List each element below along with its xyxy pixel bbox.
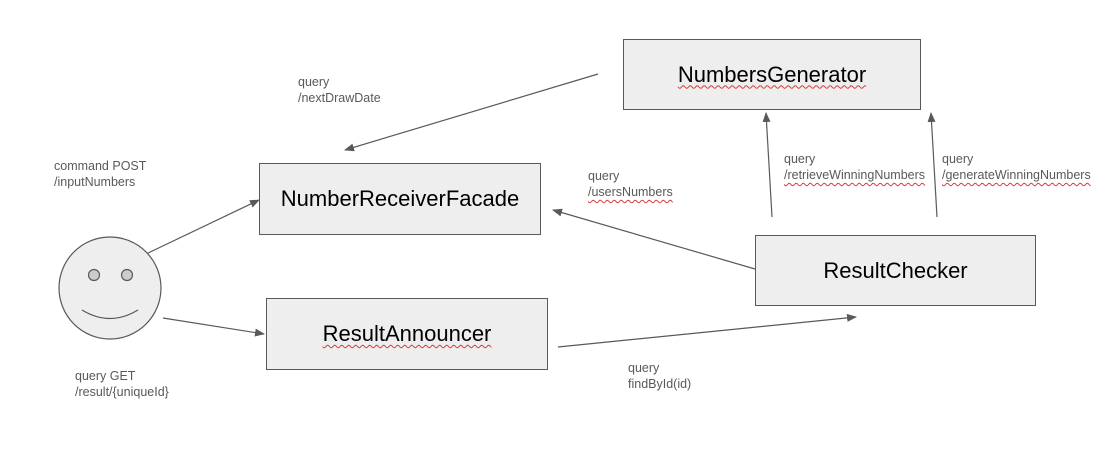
edge-label-line: /retrieveWinningNumbers bbox=[784, 168, 926, 182]
arrow-user-to-announcer bbox=[162, 317, 265, 337]
result-announcer-label: ResultAnnouncer bbox=[322, 321, 492, 346]
number-receiver-facade-label: NumberReceiverFacade bbox=[280, 186, 520, 211]
result-checker-box: ResultChecker bbox=[755, 235, 1036, 306]
edge-label-result-get: query GET /result/{uniqueId} bbox=[75, 368, 169, 400]
edge-label-line: /inputNumbers bbox=[54, 175, 136, 189]
arrow-checker-to-generator-generate bbox=[927, 112, 938, 218]
edge-label-line: query bbox=[942, 152, 974, 166]
result-checker-label: ResultChecker bbox=[823, 257, 968, 283]
arrow-checker-to-generator-retrieve bbox=[762, 112, 773, 218]
numbers-generator-box: NumbersGenerator bbox=[623, 39, 921, 110]
mouth bbox=[81, 309, 139, 320]
smiley-face-icon bbox=[58, 236, 162, 340]
arrow-checker-to-receiver bbox=[552, 208, 756, 270]
arrow-user-to-receiver bbox=[145, 199, 260, 255]
edge-label-line: /result/{uniqueId} bbox=[75, 385, 169, 399]
right-eye bbox=[120, 268, 134, 282]
result-announcer-box: ResultAnnouncer bbox=[266, 298, 548, 370]
arrow-announcer-to-checker bbox=[557, 313, 857, 348]
edge-label-input-numbers: command POST /inputNumbers bbox=[54, 158, 146, 190]
edge-label-line: query bbox=[628, 361, 660, 375]
edge-label-line: query bbox=[784, 152, 816, 166]
edge-label-line: /nextDrawDate bbox=[298, 91, 381, 105]
edge-label-line: query bbox=[588, 169, 620, 183]
edge-label-line: query bbox=[298, 75, 330, 89]
edge-label-retrieve-winning: query /retrieveWinningNumbers bbox=[784, 151, 925, 183]
edge-label-line: query GET bbox=[75, 369, 136, 383]
left-eye bbox=[87, 268, 101, 282]
edge-label-find-by-id: query findById(id) bbox=[628, 360, 691, 392]
edge-label-line: /generateWinningNumbers bbox=[942, 168, 1091, 182]
edge-label-line: command POST bbox=[54, 159, 147, 173]
edge-label-next-draw-date: query /nextDrawDate bbox=[298, 74, 381, 106]
edge-label-users-numbers: query /usersNumbers bbox=[588, 168, 673, 200]
face-outline bbox=[58, 236, 162, 340]
numbers-generator-label: NumbersGenerator bbox=[677, 61, 867, 87]
edge-label-line: /usersNumbers bbox=[588, 185, 673, 199]
edge-label-line: findById(id) bbox=[628, 377, 692, 391]
edge-label-generate-winning: query /generateWinningNumbers bbox=[942, 151, 1091, 183]
number-receiver-facade-box: NumberReceiverFacade bbox=[259, 163, 541, 235]
arrow-generator-to-receiver bbox=[344, 73, 599, 152]
